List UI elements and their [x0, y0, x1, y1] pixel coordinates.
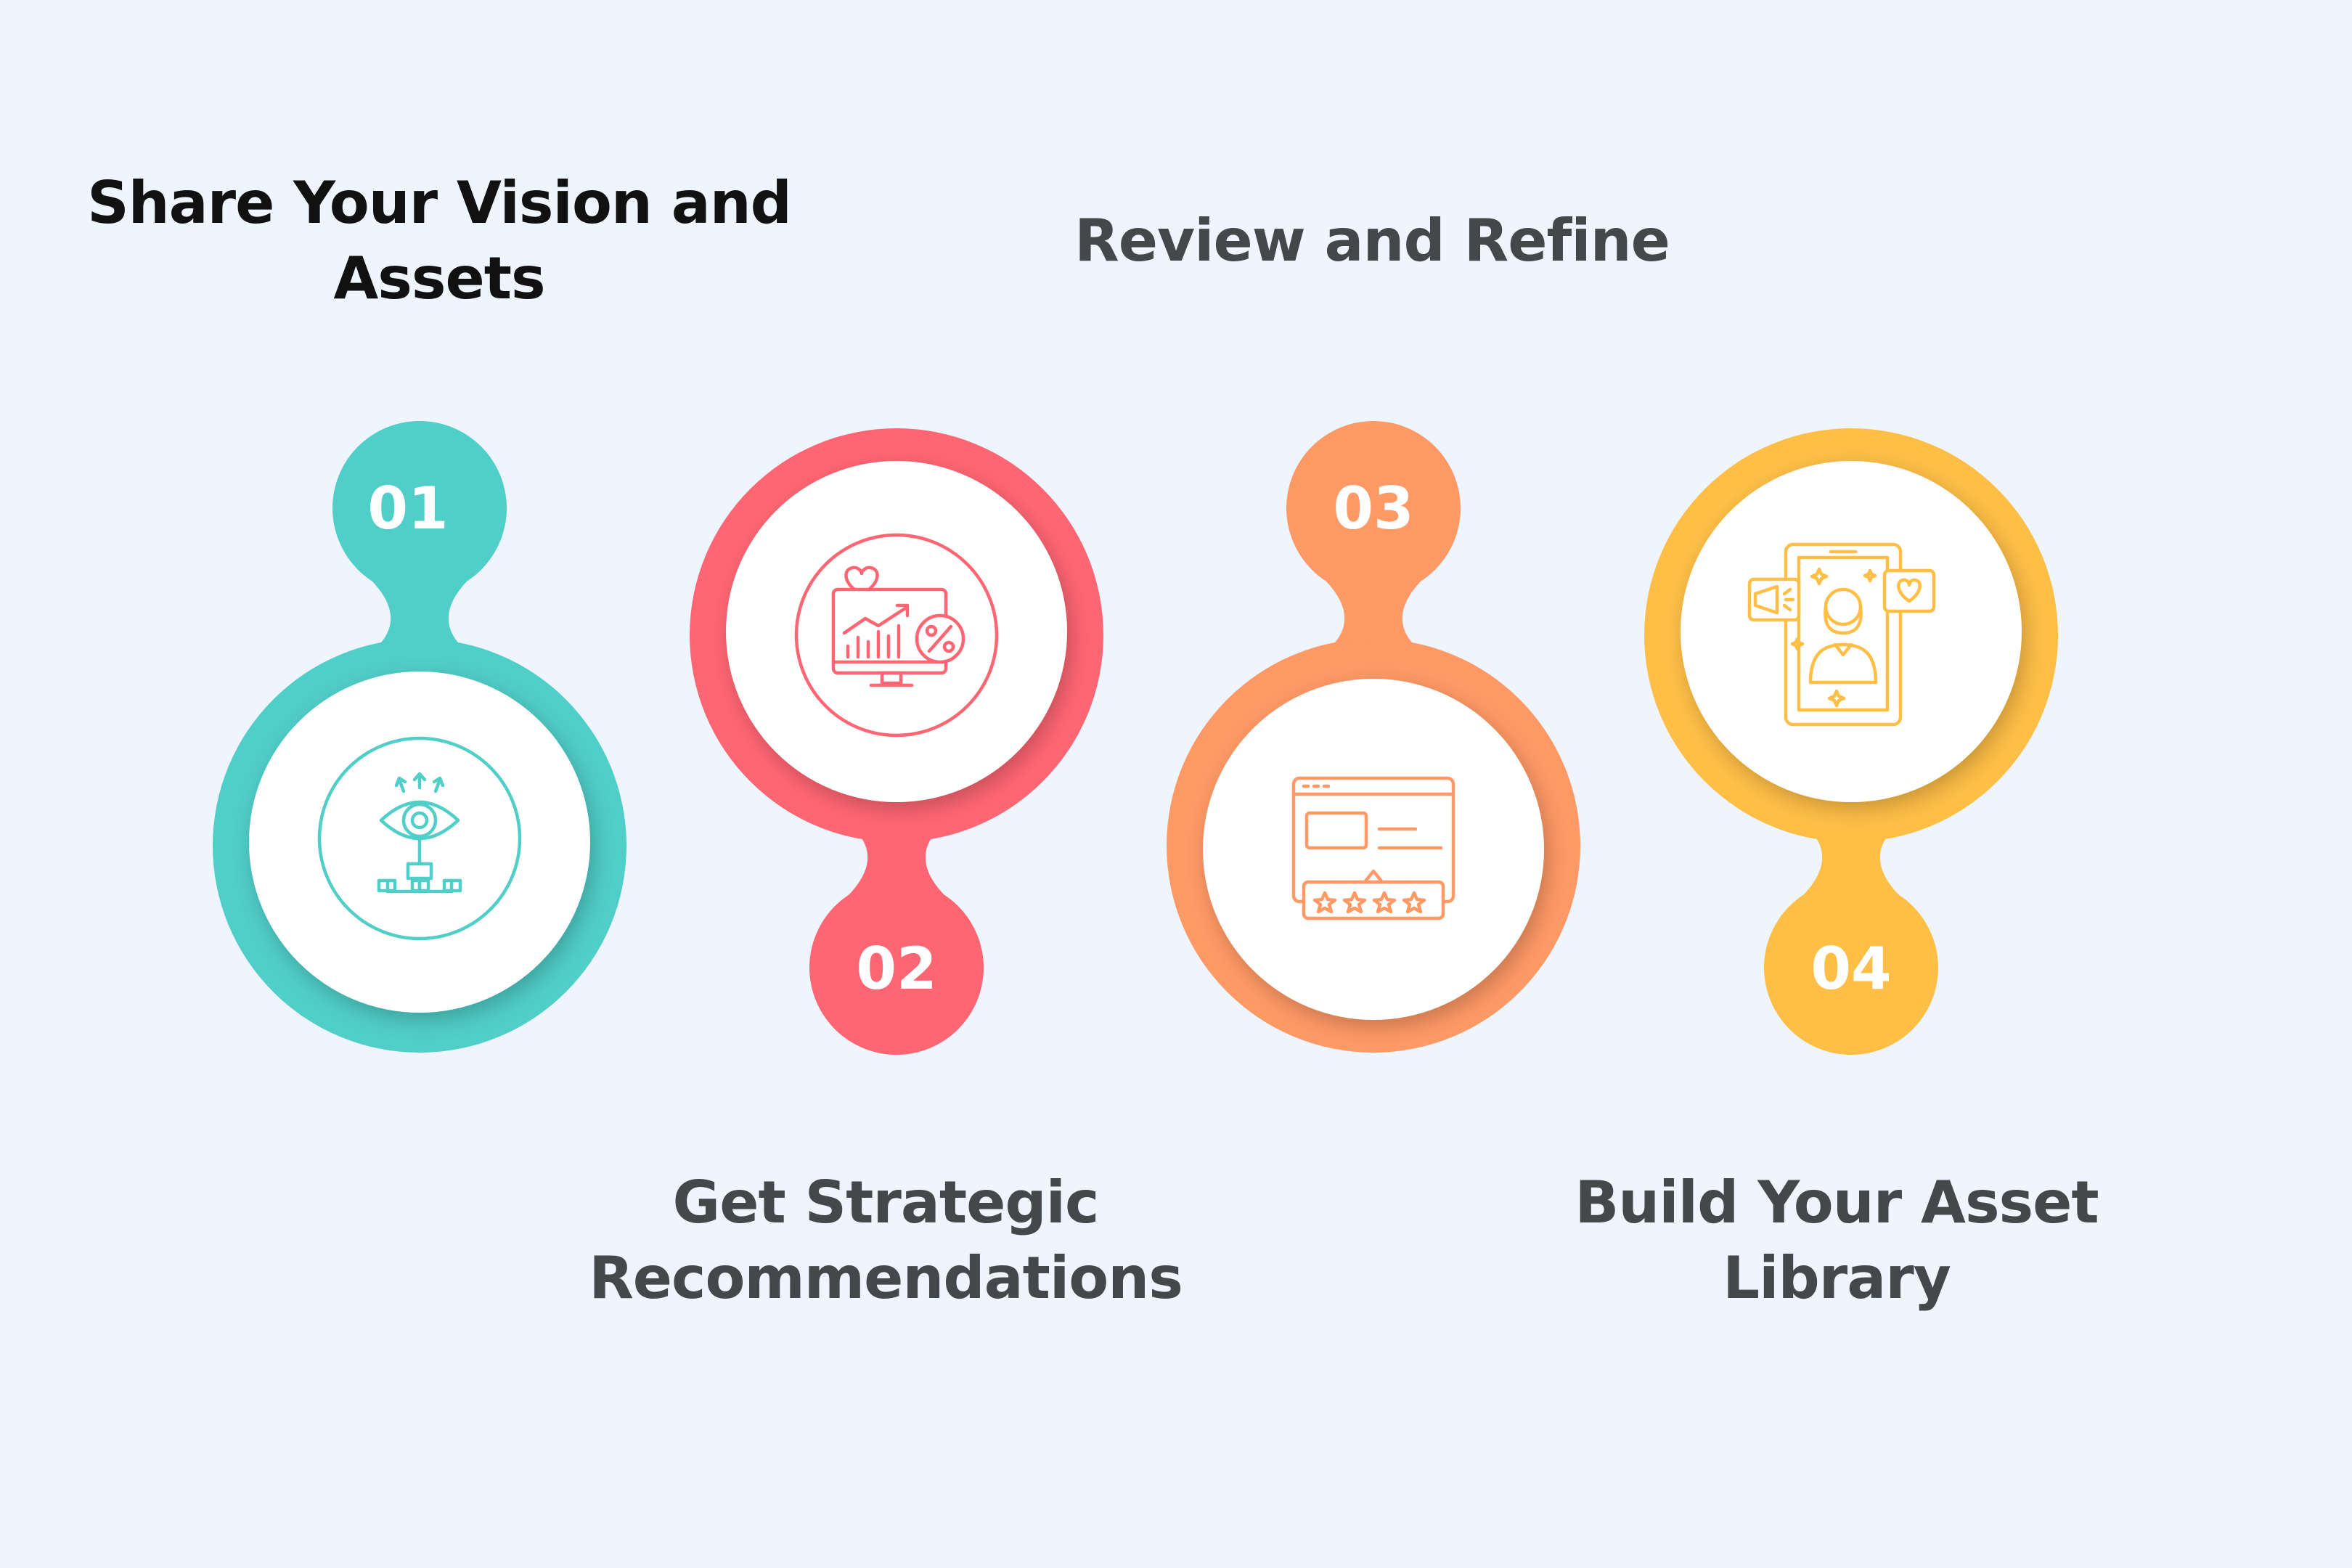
step-4-title-line-1: Build Your Asset [1575, 1169, 2099, 1236]
step-2-shape: 02 [690, 428, 1103, 1055]
step-1-connector [356, 566, 483, 642]
influencer-phone-icon [1747, 542, 1936, 727]
step-2-title-line-1: Get Strategic [672, 1169, 1100, 1236]
step-3-connector [1310, 566, 1437, 642]
step-4-title-line-2: Library [1723, 1244, 1951, 1312]
step-2-number: 02 [856, 935, 936, 1003]
step-3-inner-circle [1203, 679, 1544, 1020]
website-rating-icon [1291, 776, 1455, 920]
step-1-title-line-1: Share Your Vision and [87, 169, 792, 237]
step-1-title: Share Your Vision and Assets [44, 166, 835, 317]
step-3-number: 03 [1333, 475, 1413, 542]
analytics-monitor-icon [794, 533, 999, 738]
step-4-title: Build Your Asset Library [1474, 1165, 2200, 1316]
step-2-inner-circle [726, 461, 1067, 802]
step-2-title-line-2: Recommendations [589, 1244, 1183, 1312]
step-4-number: 04 [1810, 935, 1891, 1003]
step-4-shape: 04 [1644, 428, 2058, 1055]
step-1-number: 01 [367, 475, 448, 542]
step-3-badge-circle [1286, 421, 1461, 595]
step-1-shape: 01 [213, 421, 626, 1053]
step-2-title: Get Strategic Recommendations [508, 1165, 1263, 1316]
step-3-shape: 03 [1167, 421, 1580, 1053]
step-4-badge-circle [1764, 881, 1938, 1055]
step-1-title-line-2: Assets [333, 245, 545, 312]
step-1-badge-circle [332, 421, 507, 595]
step-3-title-line-1: Review and Refine [1074, 207, 1670, 274]
step-2-badge-circle [809, 881, 984, 1055]
step-3-title: Review and Refine [973, 203, 1771, 279]
eye-network-icon [317, 736, 522, 941]
